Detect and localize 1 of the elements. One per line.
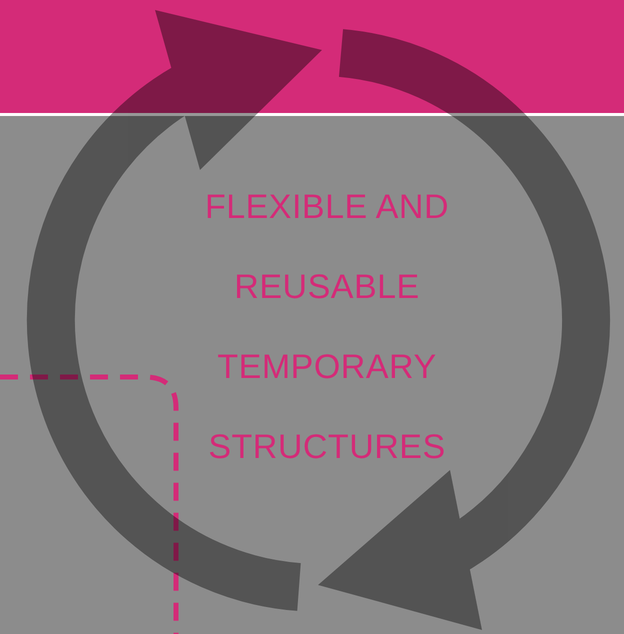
center-title: FLEXIBLE AND REUSABLE TEMPORARY STRUCTURES (204, 187, 450, 468)
